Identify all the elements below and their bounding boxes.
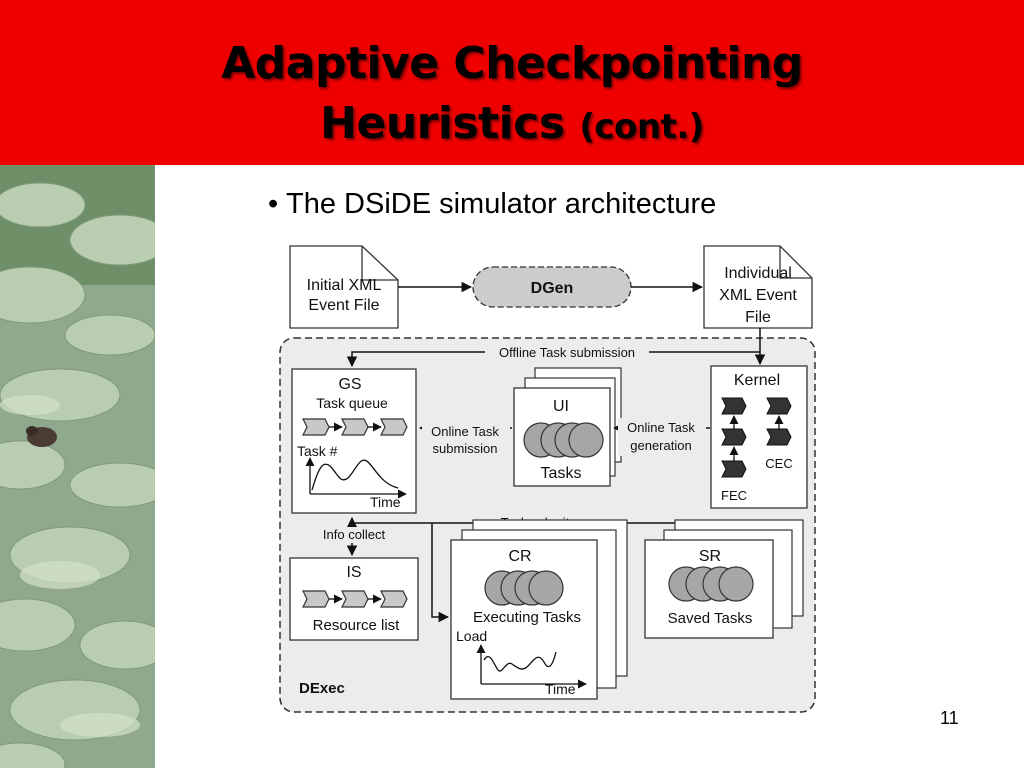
title-bar: Adaptive Checkpointing Heuristics (cont.… [0, 0, 1024, 165]
svg-text:Event File: Event File [308, 297, 379, 314]
svg-text:Resource list: Resource list [313, 617, 401, 634]
svg-text:Individual: Individual [724, 265, 792, 282]
svg-text:Time: Time [545, 681, 576, 697]
svg-text:Task queue: Task queue [316, 395, 388, 411]
svg-text:Task #: Task # [297, 443, 338, 459]
svg-text:FEC: FEC [721, 488, 747, 503]
svg-text:CR: CR [508, 548, 531, 565]
slide-title-line-2: Heuristics (cont.) [0, 98, 1024, 149]
online-submission-label: Online Task [431, 424, 499, 439]
svg-text:GS: GS [338, 376, 361, 393]
svg-text:CEC: CEC [765, 456, 792, 471]
svg-text:generation: generation [630, 438, 691, 453]
svg-text:IS: IS [346, 564, 361, 581]
kernel-box: Kernel FEC CEC [710, 365, 808, 509]
slide-title-main: Heuristics [320, 98, 565, 149]
slide-title-line-1: Adaptive Checkpointing [221, 38, 803, 89]
sr-box: SR Saved Tasks [644, 519, 804, 639]
svg-text:Initial XML: Initial XML [307, 277, 382, 294]
svg-text:SR: SR [699, 548, 721, 565]
bullet-item: •The DSiDE simulator architecture [268, 188, 716, 221]
bullet-dot: • [268, 188, 279, 220]
is-box: IS Resource list [289, 557, 419, 641]
svg-text:Kernel: Kernel [734, 372, 780, 389]
offline-submission-label: Offline Task submission [499, 345, 635, 360]
svg-text:Load: Load [456, 628, 487, 644]
initial-xml-document: Initial XML Event File [289, 245, 399, 329]
gs-box: GS Task queue Task # Time [291, 368, 417, 514]
slide-title-suffix: (cont.) [579, 107, 704, 147]
individual-xml-document: Individual XML Event File [703, 245, 813, 329]
cr-box: CR Executing Tasks Load Time [450, 519, 628, 700]
bullet-text: The DSiDE simulator architecture [286, 188, 717, 220]
dgen-label: DGen [531, 280, 574, 297]
svg-text:Tasks: Tasks [541, 465, 582, 482]
dexec-label: DExec [299, 680, 345, 697]
arrow-task-submit-cr [431, 523, 450, 623]
svg-text:UI: UI [553, 398, 569, 415]
svg-text:XML Event: XML Event [719, 287, 797, 304]
svg-text:Saved Tasks: Saved Tasks [668, 610, 753, 627]
svg-text:Time: Time [370, 494, 401, 510]
ui-box: UI Tasks [513, 367, 622, 487]
online-generation-label: Online Task [627, 420, 695, 435]
page-number: 11 [940, 708, 959, 728]
svg-text:submission: submission [432, 441, 497, 456]
info-collect-label: Info collect [323, 527, 386, 542]
lily-pond-photo [0, 165, 155, 768]
svg-text:Executing Tasks: Executing Tasks [473, 609, 581, 626]
svg-text:File: File [745, 309, 771, 326]
